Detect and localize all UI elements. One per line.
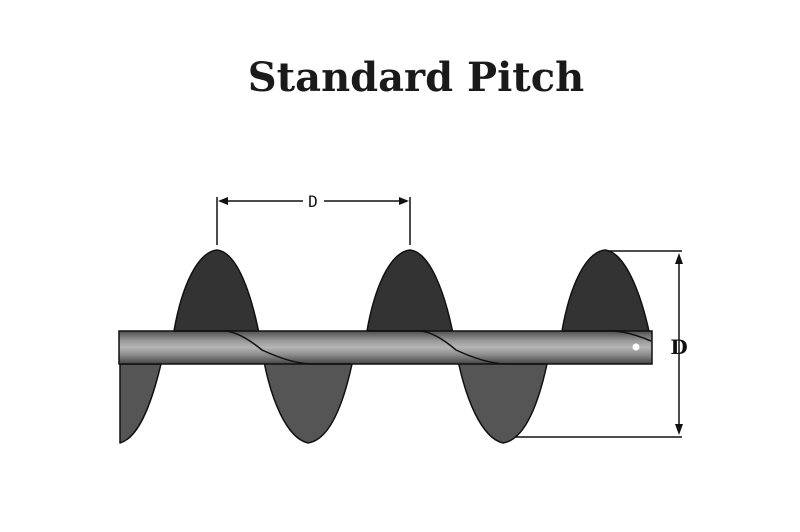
diameter-arrow-bottom <box>675 424 683 435</box>
diameter-label: D <box>670 335 687 359</box>
flight-edge-1 <box>174 330 352 365</box>
flight-edge-2 <box>367 330 547 365</box>
lower-flight-lobes <box>119 349 548 444</box>
diameter-arrow-top <box>675 253 683 264</box>
lower-flight-lobe-1 <box>119 363 162 444</box>
upper-flight-lobe-1 <box>173 249 263 351</box>
upper-flight-lobe-2 <box>366 249 457 351</box>
pitch-arrow-right <box>399 197 409 205</box>
shaft <box>118 330 653 365</box>
flight-edges-on-shaft <box>174 330 652 365</box>
lower-flight-lobe-2 <box>261 349 353 444</box>
page-title: Standard Pitch <box>247 54 585 101</box>
pitch-arrow-left <box>218 197 228 205</box>
flight-edge-3 <box>562 330 652 342</box>
shaft-end-hole <box>632 343 640 351</box>
pitch-dimension <box>216 197 411 245</box>
upper-flight-lobes <box>173 249 652 351</box>
lower-flight-lobe-3 <box>455 349 548 444</box>
upper-flight-lobe-3 <box>561 249 652 342</box>
diameter-dimension <box>515 250 683 438</box>
pitch-label: D <box>308 192 318 211</box>
